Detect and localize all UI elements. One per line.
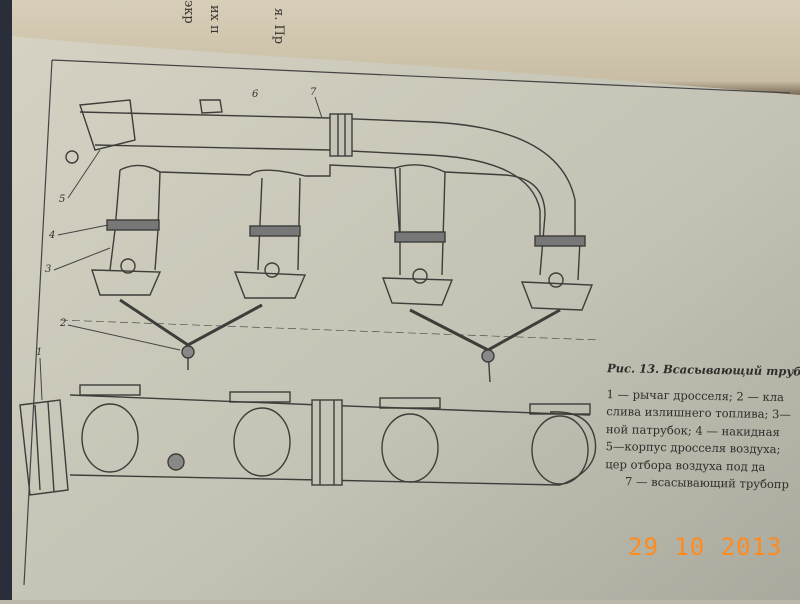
label-1: 1	[36, 347, 42, 358]
caption-title: Рис. 13. Всасывающий трубо	[606, 361, 800, 379]
page-text-fragment: их п	[207, 5, 222, 34]
label-7: 7	[310, 87, 317, 98]
part-labels: 1 2 3 4 5 6 7	[36, 87, 323, 401]
book-edge	[0, 0, 12, 600]
upper-page-curl	[0, 0, 800, 95]
diagram-side-view	[19, 384, 597, 496]
figure-frame	[23, 59, 791, 586]
label-2: 2	[59, 318, 66, 329]
label-6: 6	[252, 89, 259, 100]
page-text-fragment: экр	[181, 0, 196, 24]
label-4: 4	[48, 230, 55, 241]
page-text-fragment: я. Пр	[271, 8, 286, 45]
label-3: 3	[45, 264, 51, 275]
figure-caption: Рис. 13. Всасывающий трубо 1 — рычаг дро…	[605, 360, 800, 494]
date-stamp: 29 10 2013	[628, 533, 783, 561]
label-5: 5	[59, 194, 65, 205]
